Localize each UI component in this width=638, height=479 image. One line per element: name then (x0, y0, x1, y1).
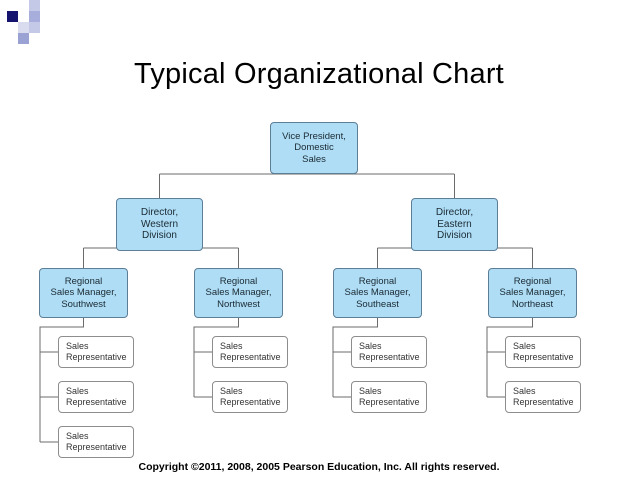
org-node-label-line: Sales (220, 386, 243, 397)
decorative-square-logo (0, 0, 56, 44)
logo-square (29, 0, 40, 11)
org-node-label-line: Southwest (61, 298, 106, 310)
logo-square (29, 22, 40, 33)
org-node-label-line: Northwest (217, 298, 260, 310)
org-node-label-line: Sales (302, 153, 326, 165)
logo-square (18, 33, 29, 44)
org-node-label-line: Regional (513, 276, 552, 288)
org-node-label-line: Sales Manager, (205, 287, 272, 299)
org-node-label-line: Southeast (356, 298, 399, 310)
org-node-label-line: Division (436, 230, 472, 242)
org-node-label-line: Representative (513, 397, 574, 407)
org-node-label-line: Representative (513, 352, 574, 362)
page-title: Typical Organizational Chart (134, 58, 504, 90)
org-node-label-line: Vice President, (282, 131, 346, 143)
org-node-label-line: Representative (66, 397, 127, 407)
logo-square (18, 22, 29, 33)
org-node-label-line: Domestic (294, 142, 334, 154)
org-node-label-line: Director, (140, 206, 179, 218)
connector-elbow-rail (332, 318, 378, 397)
org-node-label-line: Sales Manager, (499, 287, 566, 299)
org-node-label-line: Sales (66, 386, 89, 397)
org-node-label-line: Sales Manager, (50, 287, 117, 299)
logo-square (18, 11, 29, 22)
org-node-label-line: Representative (66, 352, 127, 362)
org-node-label-line: Sales (513, 341, 536, 352)
org-node-label-line: Regional (358, 276, 397, 288)
org-node-label-line: Regional (219, 276, 258, 288)
org-node-label-line: Director, (435, 206, 474, 218)
org-node-label-line: Sales (359, 386, 382, 397)
org-node-label-line: Eastern (437, 218, 472, 230)
org-node-label-line: Western (140, 218, 179, 230)
org-node-label-line: Representative (359, 397, 420, 407)
org-node-label-line: Representative (359, 352, 420, 362)
logo-square (7, 11, 18, 22)
logo-square (29, 11, 40, 22)
org-node-label-line: Representative (220, 352, 281, 362)
connector-elbow-rail (39, 318, 84, 442)
org-node-label-line: Representative (220, 397, 281, 407)
org-node-label-line: Sales (359, 341, 382, 352)
connector-elbow-rail (486, 318, 533, 397)
org-node-label-line: Sales (66, 431, 89, 442)
logo-square (18, 0, 29, 11)
org-node-label-line: Northeast (511, 298, 554, 310)
org-node-label-line: Sales (66, 341, 89, 352)
org-node-label-line: Sales (513, 386, 536, 397)
org-node-label-line: Representative (66, 442, 127, 452)
org-node-label-line: Sales (220, 341, 243, 352)
org-node-label-line: Regional (64, 276, 103, 288)
copyright-notice: Copyright ©2011, 2008, 2005 Pearson Educ… (138, 461, 500, 473)
org-node-label-line: Sales Manager, (344, 287, 411, 299)
connector-elbow-rail (193, 318, 239, 397)
org-node-label-line: Division (141, 230, 177, 242)
